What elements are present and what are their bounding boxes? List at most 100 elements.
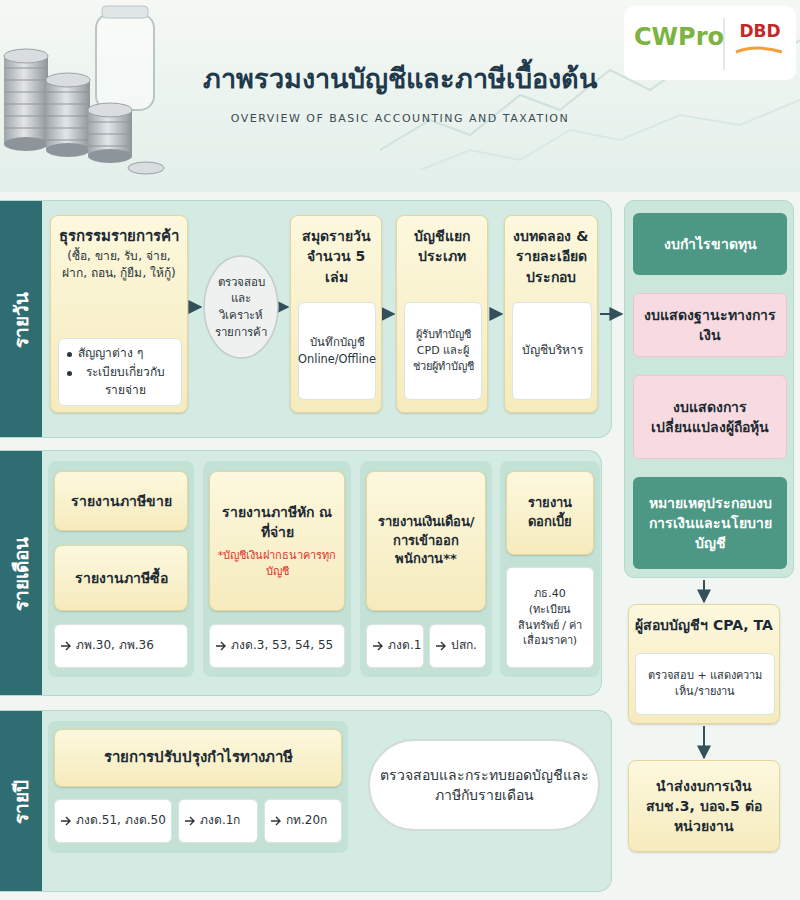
- submit-box: นำส่งงบการเงิน สบช.3, บอจ.5 ต่อหน่วยงาน: [628, 760, 780, 852]
- group-panel: รายงานภาษีขายรายงานภาษีซื้อภพ.30, ภพ.36: [48, 461, 194, 677]
- label-text: รายงานภาษีหัก ณ ที่จ่าย: [216, 502, 338, 543]
- label-text: ผู้สอบบัญชีฯ CPA, TA: [635, 615, 773, 635]
- label-text: หมายเหตุประกอบงบการเงินและนโยบายบัญชี: [639, 493, 781, 554]
- label-text: บันทึกบัญชี Online/Offline: [298, 334, 376, 367]
- label-text: ภพ.30, ภพ.36: [76, 637, 154, 654]
- arrow-icon-path: [185, 817, 194, 825]
- statement-box: งบแสดงการเปลี่ยนแปลงผู้ถือหุ้น: [633, 375, 787, 459]
- auditor-box: ผู้สอบบัญชีฯ CPA, TA ตรวจสอบ + แสดงความเห…: [628, 604, 780, 724]
- label-text: บัญชีแยกประเภท: [403, 226, 481, 267]
- circle-shape: [204, 256, 278, 358]
- arrow-icon-path: [436, 642, 445, 650]
- report-box: รายงานภาษีขาย: [54, 471, 188, 531]
- label-text: ภธ.40 (ทะเบียนสินทรัพย์ / ค่าเสื่อมราคา): [513, 586, 587, 650]
- note-box: บันทึกบัญชี Online/Offline: [298, 302, 376, 400]
- statement-box: งบแสดงฐานะทางการเงิน: [633, 293, 787, 357]
- arrow-icon: [60, 641, 72, 651]
- label-text: สัญญาต่าง ๆ: [78, 345, 143, 362]
- arrow-icon-path: [271, 817, 280, 825]
- band-label: รายปี: [7, 721, 35, 883]
- process-box: ธุรกรรมรายการค้า(ซื้อ, ขาย, รับ, จ่าย, ฝ…: [50, 215, 188, 413]
- arrow-icon: [435, 641, 447, 651]
- band-row: รายวัน ธุรกรรมรายการค้า(ซื้อ, ขาย, รับ, จ…: [0, 200, 612, 438]
- bullet-dot: [67, 371, 72, 376]
- logo-swoosh: [736, 48, 782, 52]
- bullet-row: ระเบียบเกี่ยวกับรายจ่าย: [67, 364, 173, 399]
- label-text: ธุรกรรมรายการค้า: [57, 226, 181, 248]
- label-text: (ซื้อ, ขาย, รับ, จ่าย, ฝาก, ถอน, กู้ยืม,…: [57, 248, 181, 283]
- process-box: งบทดลอง & รายละเอียดประกอบบัญชีบริหาร: [504, 215, 598, 413]
- label-text: รายงานดอกเบี้ย: [513, 494, 587, 532]
- flow-arrow: [190, 306, 201, 308]
- form-box: ภธ.40 (ทะเบียนสินทรัพย์ / ค่าเสื่อมราคา): [506, 567, 594, 668]
- flow-arrow: [490, 313, 502, 315]
- logo-divider: [724, 18, 725, 70]
- diagram-title: ภาพรวมงานบัญชีและภาษีเบื้องต้น: [150, 60, 650, 98]
- band-row: รายเดือน รายงานภาษีขายรายงานภาษีซื้อภพ.30…: [0, 450, 602, 696]
- band-label: รายเดือน: [7, 461, 35, 687]
- flow-arrow: [281, 306, 288, 308]
- group-panel: รายงานภาษีหัก ณ ที่จ่าย *บัญชีเงินฝากธนาค…: [203, 461, 351, 677]
- label-text: รายการปรับปรุงกำไรทางภาษี: [104, 747, 293, 769]
- logo-text: CWPro: [634, 22, 720, 53]
- report-box: รายงานภาษีหัก ณ ที่จ่าย *บัญชีเงินฝากธนาค…: [209, 471, 345, 611]
- statement-panel: งบกำไรขาดทุนงบแสดงฐานะทางการเงินงบแสดงกา…: [624, 200, 794, 578]
- chart-line: [420, 100, 800, 170]
- logo-ground: [624, 6, 796, 80]
- group-panel: รายงานดอกเบี้ยภธ.40 (ทะเบียนสินทรัพย์ / …: [500, 461, 600, 677]
- arrow-icon: [215, 641, 227, 651]
- label-text: ตรวจสอบและวิเคราะห์รายการค้า: [212, 274, 270, 341]
- form-box: ภงด.1ก: [178, 799, 258, 843]
- form-box: ภงด.51, ภงด.50: [54, 799, 172, 843]
- band-row: รายปี รายการปรับปรุงกำไรทางภาษีภงด.51, ภง…: [0, 710, 612, 892]
- report-box: รายงานดอกเบี้ย: [506, 471, 594, 555]
- arrow-icon-path: [61, 817, 70, 825]
- band-label: รายวัน: [7, 211, 35, 429]
- label-text: รายงานภาษีขาย: [71, 491, 172, 511]
- coin-stacks: [4, 49, 164, 174]
- arrow-icon: [372, 641, 384, 651]
- label-text: กท.20ก: [286, 812, 327, 829]
- group-panel: รายงานเงินเดือน/การเข้าออกพนักงาน** ภงด.1…: [360, 461, 492, 677]
- jar-lid: [102, 6, 148, 18]
- note-box: ตรวจสอบ + แสดงความเห็น/รายงาน: [635, 653, 775, 715]
- label-text: ระเบียบเกี่ยวกับรายจ่าย: [78, 364, 173, 399]
- arrow-icon: [270, 816, 282, 826]
- check-circle: ตรวจสอบและวิเคราะห์รายการค้า: [203, 255, 279, 359]
- label-text: ภงด.3, 53, 54, 55: [231, 637, 333, 654]
- note-box: สัญญาต่าง ๆระเบียบเกี่ยวกับรายจ่าย: [58, 338, 182, 406]
- form-box: กท.20ก: [264, 799, 342, 843]
- label-text: *บัญชีเงินฝากธนาคารทุกบัญชี: [216, 548, 338, 580]
- label-text: ผู้รับทำบัญชี CPD และผู้ช่วยผู้ทำบัญชี: [411, 327, 475, 375]
- report-box: รายงานเงินเดือน/การเข้าออกพนักงาน**: [366, 471, 486, 611]
- arrow-icon-path: [216, 642, 225, 650]
- report-box: รายการปรับปรุงกำไรทางภาษี: [54, 729, 342, 787]
- bullet-dot: [67, 352, 72, 357]
- process-box: สมุดรายวัน จำนวน 5 เล่มบันทึกบัญชี Onlin…: [290, 215, 382, 413]
- label-text: ภงด.51, ภงด.50: [76, 812, 166, 829]
- statement-box: หมายเหตุประกอบงบการเงินและนโยบายบัญชี: [633, 477, 787, 569]
- form-box: ปสก.: [429, 624, 486, 668]
- form-box: ภงด.1: [366, 624, 424, 668]
- label-text: ภงด.1ก: [200, 812, 240, 829]
- flow-arrow: [384, 313, 394, 315]
- form-box: ภพ.30, ภพ.36: [54, 624, 188, 668]
- label-text: ตรวจสอบ + แสดงความเห็น/รายงาน: [642, 668, 768, 700]
- arrow-icon-path: [61, 642, 70, 650]
- form-box: ภงด.3, 53, 54, 55: [209, 624, 345, 668]
- group-panel: รายการปรับปรุงกำไรทางภาษีภงด.51, ภงด.50 ภ…: [48, 721, 348, 853]
- header-ground: [0, 0, 800, 192]
- process-box: บัญชีแยกประเภทผู้รับทำบัญชี CPD และผู้ช่…: [396, 215, 488, 413]
- arrow-icon-path: [373, 642, 382, 650]
- label-text: รายงานเงินเดือน/การเข้าออกพนักงาน**: [373, 513, 479, 570]
- label-text: งบแสดงฐานะทางการเงิน: [640, 305, 780, 346]
- report-box: รายงานภาษีซื้อ: [54, 545, 188, 611]
- jar: [96, 14, 154, 110]
- arrow-icon: [184, 816, 196, 826]
- label-text: ปสก.: [451, 637, 477, 654]
- label-text: งบกำไรขาดทุน: [664, 234, 757, 254]
- label-text: นำส่งงบการเงิน สบช.3, บอจ.5 ต่อหน่วยงาน: [635, 776, 773, 837]
- logo-text: DBD: [732, 20, 788, 42]
